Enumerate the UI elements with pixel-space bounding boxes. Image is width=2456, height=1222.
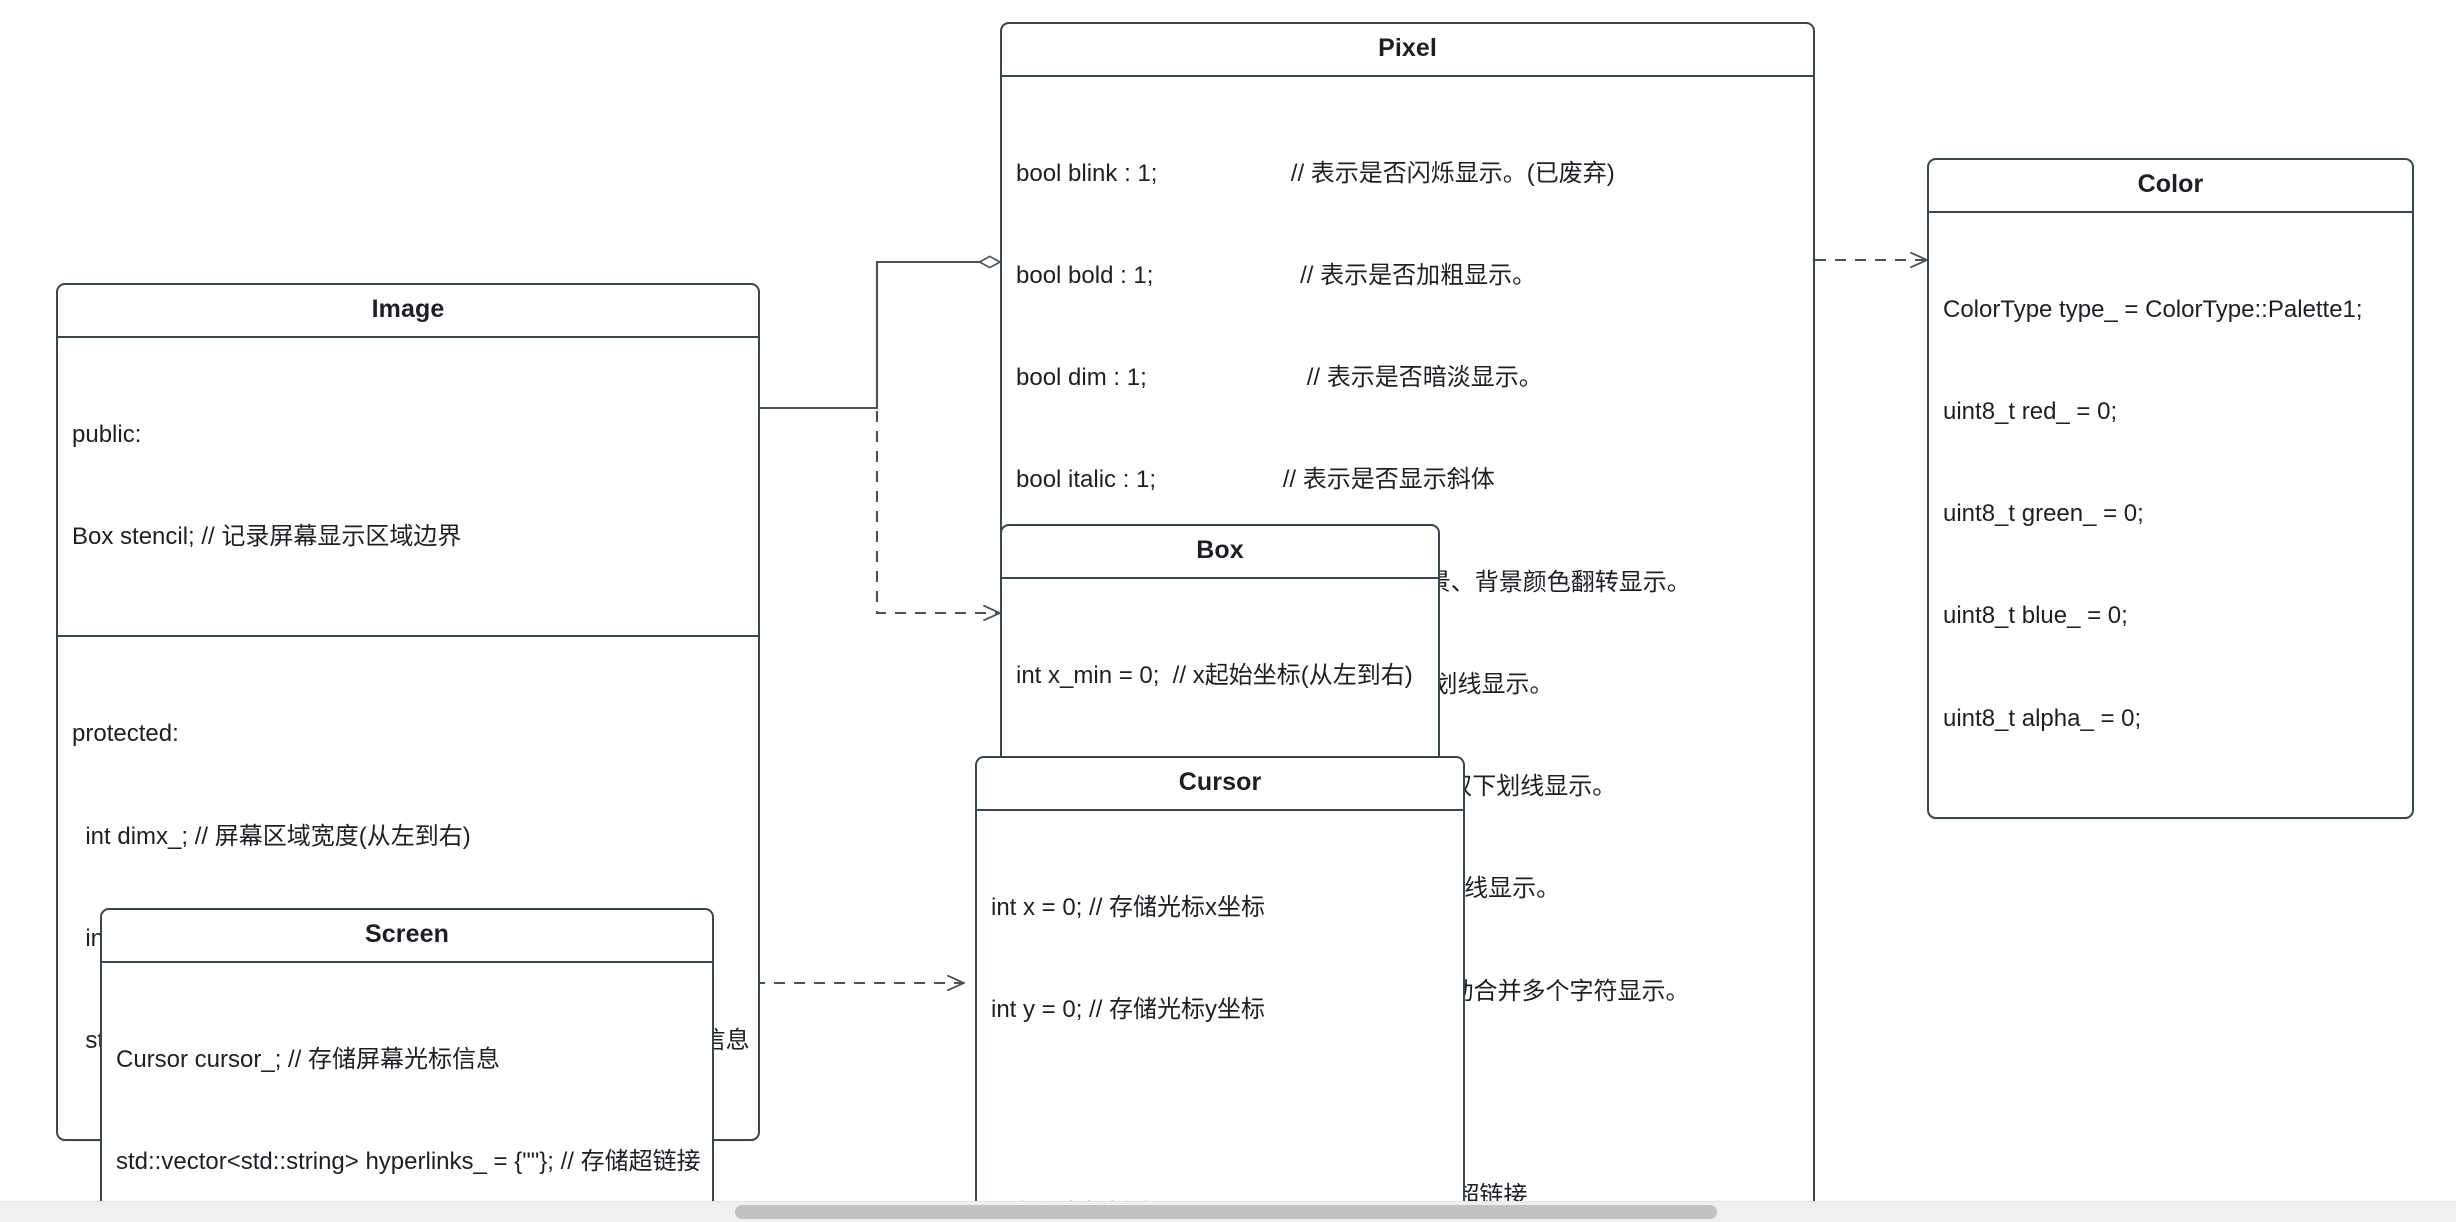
member-line: uint8_t blue_ = 0; (1943, 602, 2128, 630)
member-line: Box stencil; // 记录屏幕显示区域边界 (72, 522, 462, 550)
member-line: uint8_t alpha_ = 0; (1943, 704, 2142, 732)
member-line: bool blink : 1; // 表示是否闪烁显示。(已废弃) (1016, 159, 1615, 187)
member-line: int y = 0; // 存储光标y坐标 (991, 995, 1266, 1023)
edge-image-box (760, 406, 1000, 613)
member-line: int dimx_; // 屏幕区域宽度(从左到右) (72, 822, 471, 850)
member-line: Cursor cursor_; // 存储屏幕光标信息 (116, 1045, 501, 1073)
class-box-cursor[interactable]: Cursor int x = 0; // 存储光标x坐标 int y = 0; … (975, 756, 1465, 1222)
class-section-screen-members: Cursor cursor_; // 存储屏幕光标信息 std::vector<… (102, 963, 712, 1222)
horizontal-scrollbar-track[interactable] (0, 1201, 2456, 1222)
class-section-image-public: public: Box stencil; // 记录屏幕显示区域边界 (58, 338, 758, 636)
edge-image-pixel (760, 262, 1000, 410)
class-section-cursor-members: int x = 0; // 存储光标x坐标 int y = 0; // 存储光标… (977, 811, 1463, 1222)
class-box-screen[interactable]: Screen Cursor cursor_; // 存储屏幕光标信息 std::… (100, 908, 714, 1222)
member-line: std::vector<std::string> hyperlinks_ = {… (116, 1147, 701, 1175)
member-line-blank (991, 1095, 1449, 1129)
member-line: bool bold : 1; // 表示是否加粗显示。 (1016, 261, 1537, 289)
class-title-image: Image (58, 285, 758, 338)
member-line: bool italic : 1; // 表示是否显示斜体 (1016, 466, 1495, 494)
horizontal-scrollbar-thumb[interactable] (735, 1205, 1717, 1219)
member-line: ColorType type_ = ColorType::Palette1; (1943, 295, 2363, 323)
class-box-color[interactable]: Color ColorType type_ = ColorType::Palet… (1927, 158, 2414, 819)
class-title-box: Box (1002, 526, 1438, 579)
member-line: int x_min = 0; // x起始坐标(从左到右) (1016, 661, 1413, 689)
class-title-pixel: Pixel (1002, 24, 1813, 77)
member-line: int x = 0; // 存储光标x坐标 (991, 893, 1266, 921)
class-section-color-members: ColorType type_ = ColorType::Palette1; u… (1929, 213, 2412, 817)
member-line: bool dim : 1; // 表示是否暗淡显示。 (1016, 364, 1543, 392)
class-title-cursor: Cursor (977, 758, 1463, 811)
member-line: protected: (72, 720, 179, 748)
class-title-screen: Screen (102, 910, 712, 963)
member-line: public: (72, 420, 142, 448)
class-title-color: Color (1929, 160, 2412, 213)
member-line: uint8_t red_ = 0; (1943, 397, 2118, 425)
member-line: uint8_t green_ = 0; (1943, 500, 2144, 528)
